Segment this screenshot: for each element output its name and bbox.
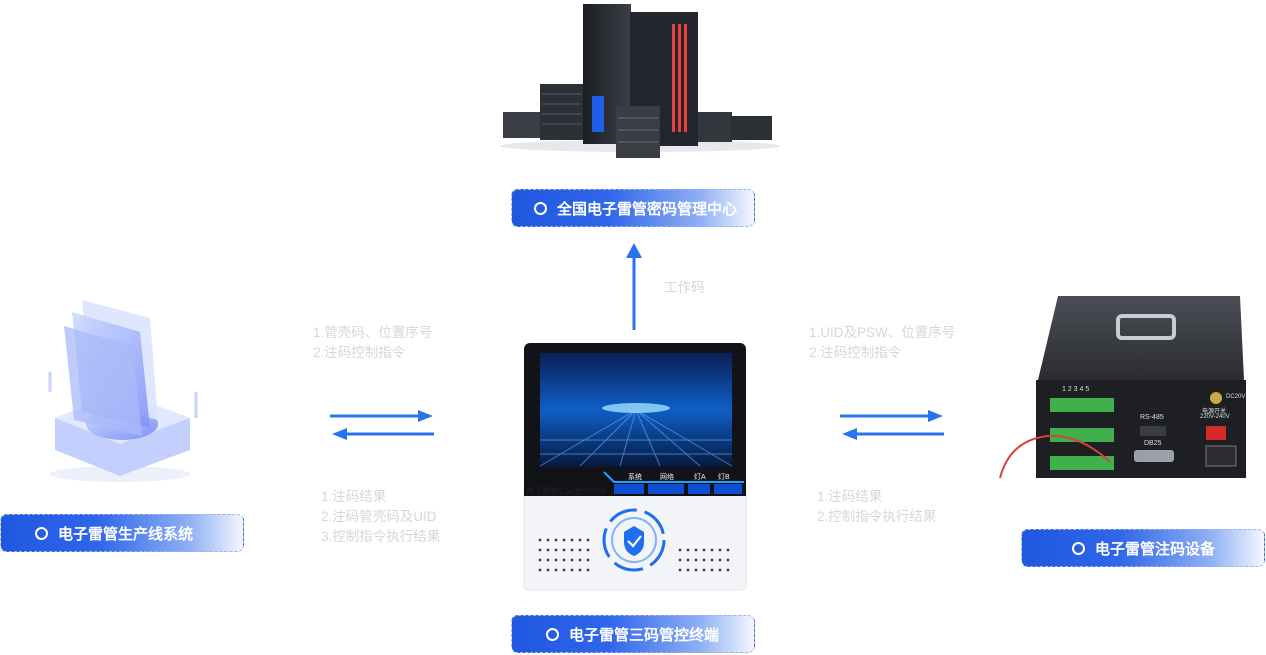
arrow-pair-right [840,410,944,440]
node-coding-device: 电子雷管注码设备 [1021,529,1265,567]
circle-icon [534,201,547,215]
edge-label-line: 2.注码控制指令 [809,345,902,360]
edge-label-line: 1.注码结果 [321,489,387,504]
coding-device-image [999,296,1246,479]
node-production-line-label: 电子雷管生产线系统 [58,525,194,543]
terminal-tab-light-a: 灯A [694,474,706,481]
edge-label-line: 2.注码管壳码及UID [321,509,437,524]
box-voltage-label: 220V-240V [1200,414,1230,420]
edge-label-right-bottom: 1.注码结果 2.控制指令执行结果 [817,487,936,527]
terminal-title: 电子雷管三码管控终端 [526,487,606,496]
node-management-center: 全国电子雷管密码管理中心 [511,189,755,227]
node-coding-device-label: 电子雷管注码设备 [1095,540,1216,558]
circle-icon [546,627,559,641]
edge-label-line: 1.管壳码、位置序号 [313,325,433,340]
edge-label-left-bottom: 1.注码结果 2.注码管壳码及UID 3.控制指令执行结果 [321,487,440,547]
box-rs485-label: RS-485 [1140,414,1164,421]
edge-label-right-top: 1.UID及PSW、位置序号 2.注码控制指令 [809,323,955,363]
node-terminal-label: 电子雷管三码管控终端 [569,626,720,644]
node-management-center-label: 全国电子雷管密码管理中心 [557,200,738,218]
edge-label-line: 2.注码控制指令 [313,345,406,360]
edge-label-line: 1.UID及PSW、位置序号 [809,325,956,340]
edge-label-line: 1.注码结果 [817,489,883,504]
server-cluster-image [500,4,780,158]
edge-label-line: 3.控制指令执行结果 [321,529,441,544]
production-line-system-image [48,300,198,482]
edge-label-line: 2.控制指令执行结果 [817,509,937,524]
terminal-tab-system: 系统 [628,474,642,481]
terminal-tab-light-b: 灯B [718,474,730,481]
arrow-up [626,243,642,330]
arrow-pair-left [330,410,434,440]
box-dc-label: DC20V [1226,394,1246,400]
edge-label-left-top: 1.管壳码、位置序号 2.注码控制指令 [313,323,432,363]
box-db25-label: DB25 [1144,440,1162,447]
circle-icon [1072,541,1085,555]
terminal-device-image [523,343,747,591]
node-terminal: 电子雷管三码管控终端 [511,615,755,653]
edge-label-up: 工作码 [664,280,705,295]
circle-icon [35,526,48,540]
box-power-switch-label: 电源开关 [1202,409,1227,415]
box-port-numbers: 1 2 3 4 5 [1062,386,1090,393]
terminal-tab-network: 网络 [660,474,674,481]
node-production-line: 电子雷管生产线系统 [0,514,244,552]
